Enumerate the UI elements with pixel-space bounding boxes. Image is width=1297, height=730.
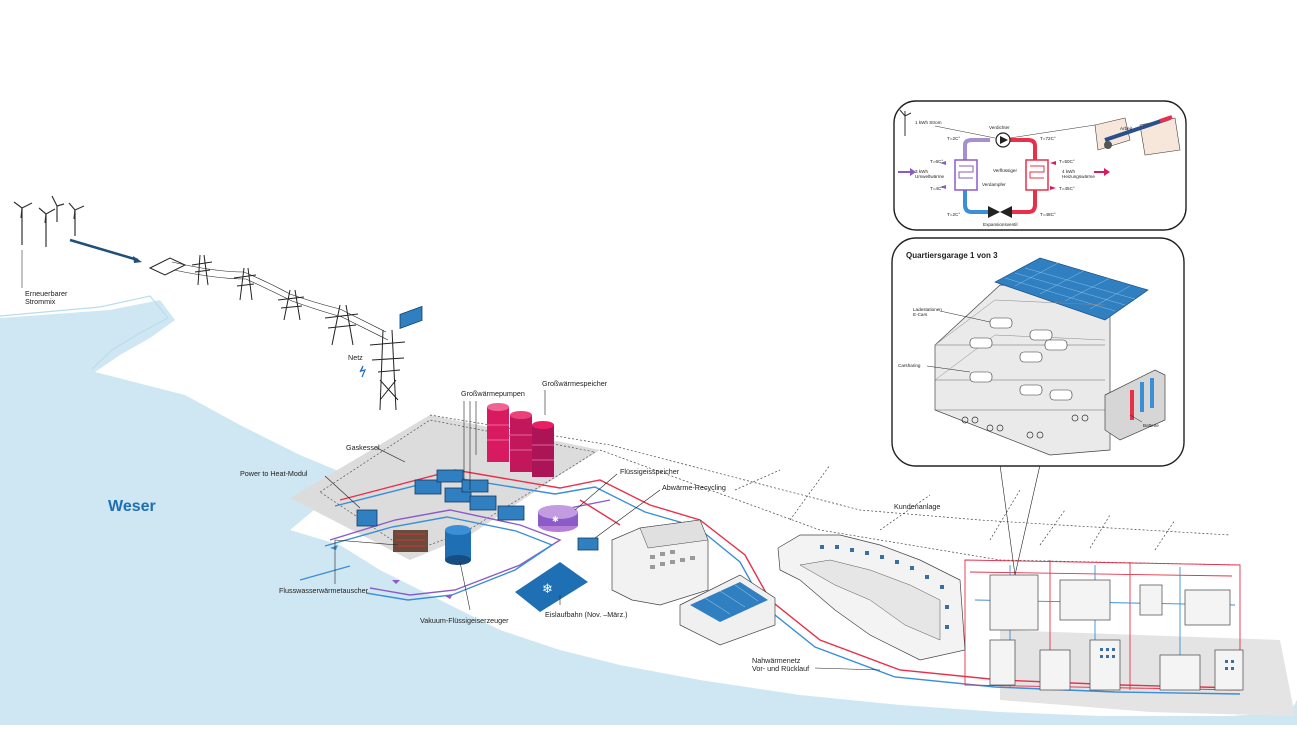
t-top-left: T=2C° <box>947 136 961 141</box>
arbeit-label: Arbeit <box>1120 126 1133 131</box>
heat-storage-label: Großwärmespeicher <box>542 379 608 388</box>
grid-label: Netz <box>348 353 363 362</box>
district-net-label: Nahwärmenetz Vor- und Rücklauf <box>752 656 810 674</box>
t-out-high: T=50C° <box>1059 159 1075 164</box>
ice-storage: ✱ <box>538 505 578 532</box>
garage-inset <box>891 237 1185 467</box>
ice-rink-label: Eislaufbahn (Nov. –März.) <box>545 610 628 619</box>
t-top-right: T=72C° <box>1040 136 1056 141</box>
carsharing-label: Carsharing <box>898 363 921 368</box>
solar-building <box>679 574 776 646</box>
heat-storage-tanks <box>487 403 554 477</box>
leader-lines <box>324 390 1041 671</box>
t-bottom-right: T=48C° <box>1040 212 1056 217</box>
river-label: Weser <box>108 498 156 515</box>
heat-pumps <box>399 305 525 521</box>
ice-rink: ❄ <box>515 562 588 612</box>
garage-title: Quartiersgarage 1 von 3 <box>906 251 998 260</box>
flow-arrows <box>330 545 453 599</box>
river-weser <box>0 300 1297 725</box>
t-bottom-left: T=2C° <box>947 212 961 217</box>
waste-heat-label: Abwärme-Recycling <box>662 483 726 492</box>
t-in-low: T=4C° <box>930 186 944 191</box>
umwelt-label: 3 kWh Umweltwärme <box>915 169 945 180</box>
verdampfer-label: Verdampfer <box>982 182 1006 187</box>
arrow-head <box>133 256 142 263</box>
wind-turbines <box>13 195 85 288</box>
heatpump-inset <box>893 100 1187 231</box>
wind-label: Erneuerbarer Strommix <box>25 289 68 307</box>
river-bank <box>0 295 169 370</box>
river-heat-exchanger <box>393 530 428 552</box>
t-in-high: T=6C° <box>930 159 944 164</box>
river-exchanger-label: Flusswasserwärmetauscher <box>279 586 369 595</box>
ice-rink-snowflake-icon: ❄ <box>542 582 553 597</box>
expansion-label: Expansionsventil <box>983 222 1018 227</box>
house-windows <box>1100 648 1234 670</box>
p2h-label: Power to Heat-Modul <box>240 469 308 478</box>
lightning-icon <box>359 365 367 378</box>
strom-label: 1 kWh Strom <box>915 120 942 125</box>
heizung-label: 4 kWh Heizungswärme <box>1062 169 1095 180</box>
heat-pumps-label: Großwärmepumpen <box>461 389 525 398</box>
batterie-label: Batterie <box>1143 423 1159 428</box>
wind-to-grid-arrow <box>69 238 139 262</box>
vacuum-ice-label: Vakuum-Flüssigeiserzeuger <box>420 616 509 625</box>
customer-label: Kundenanlage <box>894 502 941 511</box>
verdichter-label: Verdichter <box>989 125 1010 130</box>
vacuum-ice-generator <box>445 525 471 565</box>
power-pylons <box>148 254 406 411</box>
t-out-low: T=45C° <box>1059 186 1075 191</box>
gas-boiler-label: Gaskessel <box>346 443 380 452</box>
verfluessiger-label: Verflüssiger <box>993 168 1018 173</box>
waste-heat-unit <box>577 537 599 551</box>
waste-heat-building <box>611 519 709 606</box>
site-boundary <box>319 419 596 553</box>
snowflake-icon: ✱ <box>552 515 559 524</box>
residential-block <box>777 534 966 661</box>
ladestationen-label: Ladestationen E-Cars <box>913 307 942 318</box>
ice-storage-label: Flüssigeisspeicher <box>620 467 680 476</box>
p2h-module <box>356 509 378 527</box>
